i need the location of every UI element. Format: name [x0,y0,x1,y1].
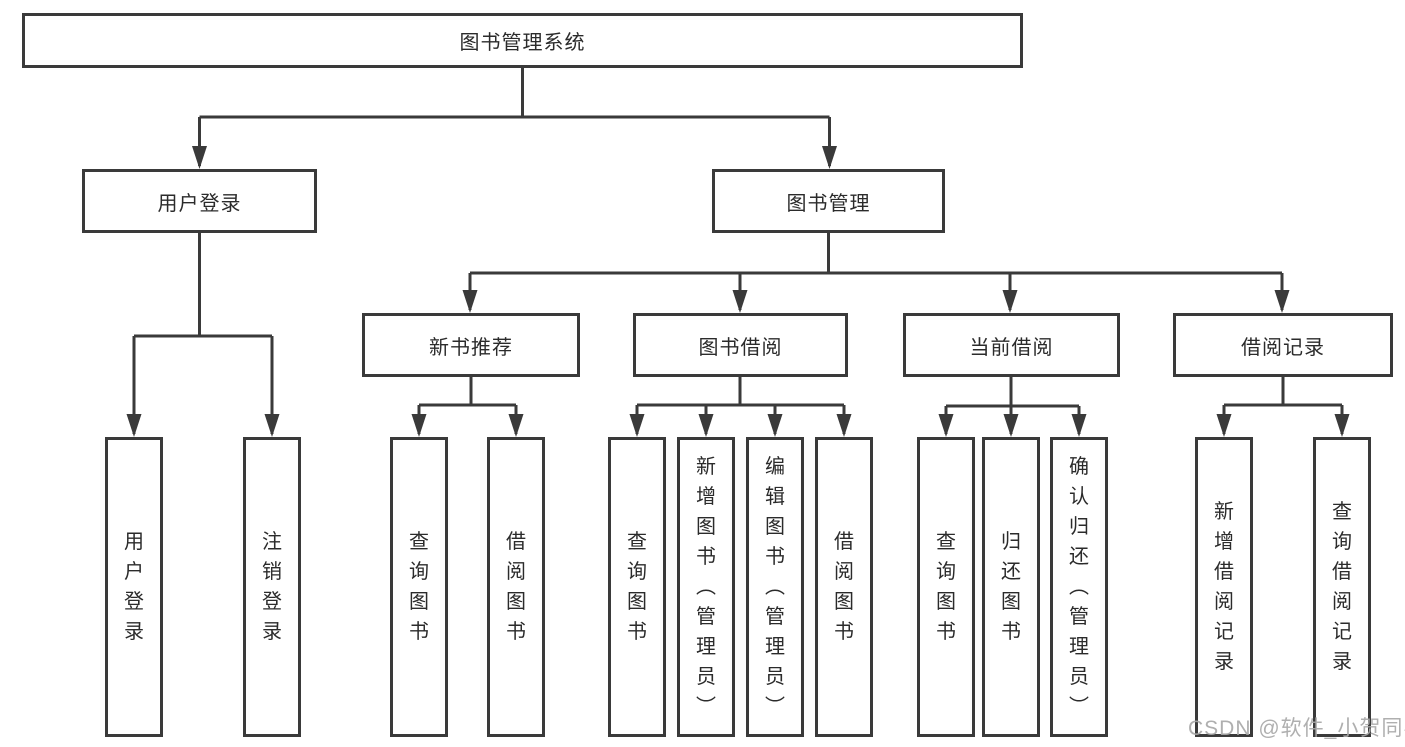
node-book-management: 图书管理 [712,169,945,233]
node-root-label: 图书管理系统 [459,32,586,54]
leaf-add-borrow-record-label: 新增借阅记录 [1214,501,1234,673]
node-user-login-label: 用户登录 [157,192,242,215]
node-book-borrow-label: 图书借阅 [698,336,783,359]
leaf-current-query-book: 查询图书 [917,437,975,737]
leaf-recommend-query-book: 查询图书 [390,437,448,737]
leaf-confirm-return-admin-label: 确认归还︵管理员︶ [1069,456,1089,718]
leaf-recommend-query-book-label: 查询图书 [409,531,429,643]
leaf-add-book-admin-label: 新增图书︵管理员︶ [696,456,716,718]
node-current-borrow: 当前借阅 [903,313,1120,377]
leaf-current-query-book-label: 查询图书 [936,531,956,643]
leaf-borrow-query-book-label: 查询图书 [627,531,647,643]
node-root: 图书管理系统 [22,13,1023,68]
leaf-confirm-return-admin: 确认归还︵管理员︶ [1050,437,1108,737]
leaf-borrow-book: 借阅图书 [815,437,873,737]
node-book-borrow: 图书借阅 [633,313,848,377]
leaf-logout: 注销登录 [243,437,301,737]
node-borrow-record-label: 借阅记录 [1241,336,1325,359]
leaf-query-borrow-record-label: 查询借阅记录 [1332,501,1352,673]
leaf-add-book-admin: 新增图书︵管理员︶ [677,437,735,737]
leaf-add-borrow-record: 新增借阅记录 [1195,437,1253,737]
node-book-management-label: 图书管理 [786,192,871,215]
leaf-recommend-borrow-book: 借阅图书 [487,437,545,737]
leaf-edit-book-admin: 编辑图书︵管理员︶ [746,437,804,737]
watermark: CSDN @软件_小贺同学 [1188,717,1405,740]
leaf-return-book: 归还图书 [982,437,1040,737]
node-borrow-record: 借阅记录 [1173,313,1393,377]
leaf-borrow-book-label: 借阅图书 [834,531,854,643]
leaf-query-borrow-record: 查询借阅记录 [1313,437,1371,737]
leaf-user-login: 用户登录 [105,437,163,737]
leaf-edit-book-admin-label: 编辑图书︵管理员︶ [765,456,785,718]
node-user-login: 用户登录 [82,169,317,233]
node-new-book-recommend: 新书推荐 [362,313,580,377]
leaf-user-login-label: 用户登录 [124,531,144,643]
node-new-book-recommend-label: 新书推荐 [429,336,513,359]
leaf-logout-label: 注销登录 [262,531,282,643]
leaf-return-book-label: 归还图书 [1001,531,1021,643]
leaf-recommend-borrow-book-label: 借阅图书 [506,531,526,643]
arrowheads [126,146,1350,437]
leaf-borrow-query-book: 查询图书 [608,437,666,737]
node-current-borrow-label: 当前借阅 [969,336,1054,359]
